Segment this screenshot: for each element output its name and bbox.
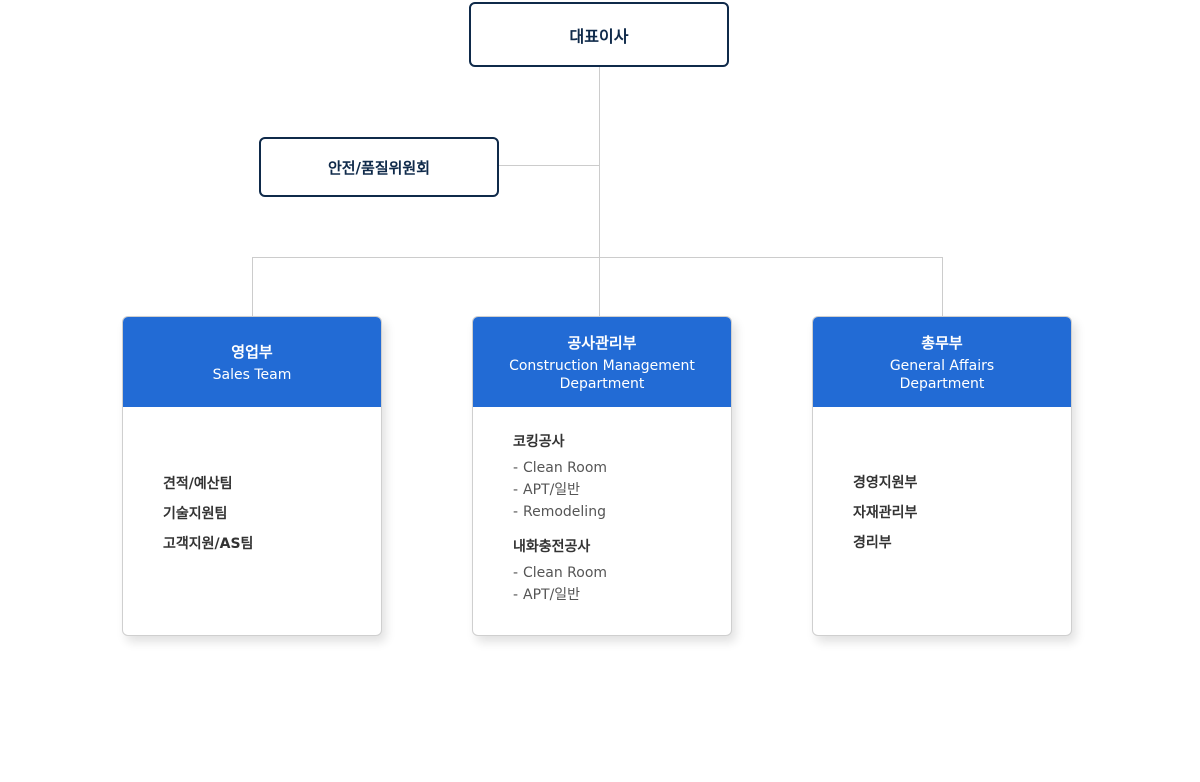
dept-construction-name-en-line1: Construction Management [509, 357, 695, 374]
dept-sales-header: 영업부 Sales Team [123, 317, 381, 407]
dept-construction-name-kr: 공사관리부 [567, 333, 637, 352]
list-item: -Clean Room [513, 457, 607, 479]
group-title: 코킹공사 [513, 434, 565, 450]
list-item: 경영지원부 [853, 475, 918, 491]
bullet-dash: - [513, 504, 519, 520]
group-list: -Clean Room -APT/일반 -Remodeling [513, 457, 607, 523]
dept-sales-body: 견적/예산팀 기술지원팀 고객지원/AS팀 [123, 407, 381, 635]
connector-ceo-trunk [599, 67, 600, 317]
list-item-label: APT/일반 [523, 482, 581, 498]
group-caulking: 코킹공사 -Clean Room -APT/일반 -Remodeling [513, 431, 607, 523]
list-item: -Remodeling [513, 501, 607, 523]
bullet-dash: - [513, 587, 519, 603]
committee-label: 안전/품질위원회 [327, 158, 431, 177]
connector-committee [499, 165, 599, 166]
ceo-box: 대표이사 [469, 2, 729, 67]
dept-construction-body: 코킹공사 -Clean Room -APT/일반 -Remodeling 내화충… [473, 407, 731, 635]
list-item: -APT/일반 [513, 584, 607, 606]
connector-general-affairs [942, 257, 943, 317]
dept-construction-header: 공사관리부 Construction Management Department [473, 317, 731, 407]
dept-general-affairs-header: 총무부 General Affairs Department [813, 317, 1071, 407]
list-item: 경리부 [853, 535, 892, 551]
dept-sales: 영업부 Sales Team 견적/예산팀 기술지원팀 고객지원/AS팀 [122, 316, 382, 636]
list-item: 자재관리부 [853, 505, 918, 521]
dept-general-affairs-name-en-line2: Department [899, 375, 985, 392]
group-firestop: 내화충전공사 -Clean Room -APT/일반 [513, 536, 607, 606]
dept-general-affairs: 총무부 General Affairs Department 경영지원부 자재관… [812, 316, 1072, 636]
list-item-label: Remodeling [523, 504, 606, 520]
connector-horizontal-bar [252, 257, 943, 258]
dept-construction-name-en-line2: Department [559, 375, 645, 392]
list-item-label: Clean Room [523, 565, 608, 581]
list-item: -Clean Room [513, 562, 607, 584]
dept-sales-list: 견적/예산팀 기술지원팀 고객지원/AS팀 [163, 469, 253, 559]
list-item-label: Clean Room [523, 460, 608, 476]
dept-general-affairs-list: 경영지원부 자재관리부 경리부 [853, 468, 917, 558]
bullet-dash: - [513, 460, 519, 476]
bullet-dash: - [513, 565, 519, 581]
group-title: 내화충전공사 [513, 539, 591, 555]
ceo-label: 대표이사 [569, 26, 629, 46]
list-item: -APT/일반 [513, 479, 607, 501]
list-item: 견적/예산팀 [163, 476, 233, 492]
dept-general-affairs-name-kr: 총무부 [921, 333, 963, 352]
connector-sales [252, 257, 253, 317]
list-item: 고객지원/AS팀 [163, 536, 254, 552]
list-item-label: APT/일반 [523, 587, 581, 603]
dept-general-affairs-name-en-line1: General Affairs [889, 357, 995, 374]
bullet-dash: - [513, 482, 519, 498]
committee-box: 안전/품질위원회 [259, 137, 499, 197]
dept-sales-name-kr: 영업부 [231, 342, 273, 361]
dept-construction: 공사관리부 Construction Management Department… [472, 316, 732, 636]
dept-sales-name-en: Sales Team [212, 366, 292, 383]
dept-general-affairs-body: 경영지원부 자재관리부 경리부 [813, 407, 1071, 635]
group-list: -Clean Room -APT/일반 [513, 562, 607, 606]
list-item: 기술지원팀 [163, 506, 228, 522]
